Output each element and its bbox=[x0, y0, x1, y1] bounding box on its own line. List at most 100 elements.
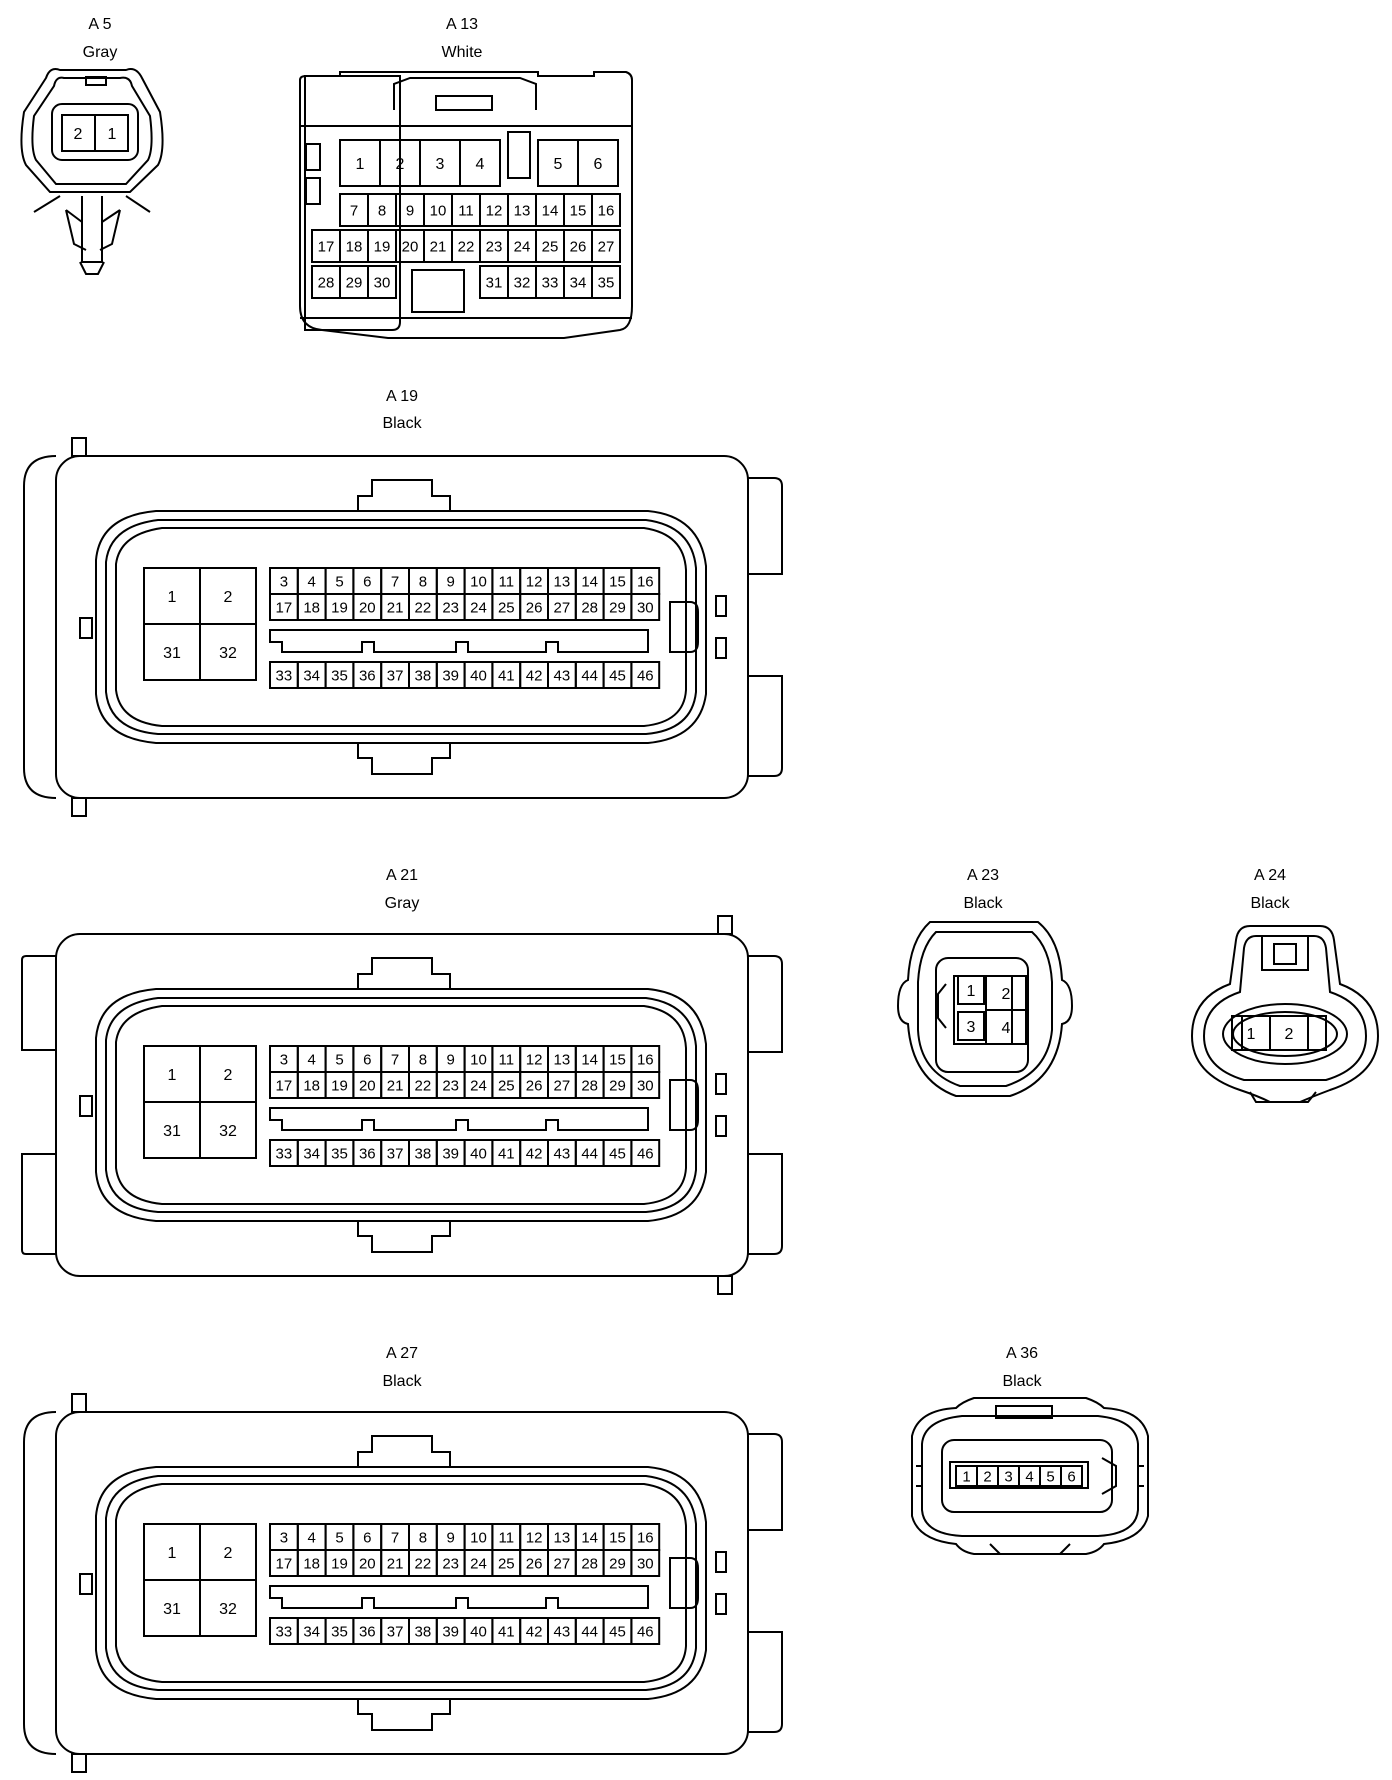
a27-pin-46-cell bbox=[630, 1617, 661, 1645]
a27-pin-14: 14 bbox=[581, 1529, 598, 1546]
a21-pin-46: 46 bbox=[637, 1145, 654, 1162]
a21-pin-34: 34 bbox=[303, 1145, 320, 1162]
a36-code: A 36 bbox=[1005, 1345, 1039, 1362]
a21-pin-41: 41 bbox=[498, 1145, 515, 1162]
a19-pin-3: 3 bbox=[280, 573, 288, 590]
a13-pin-1: 1 bbox=[356, 156, 365, 173]
a19-pin-16: 16 bbox=[637, 573, 654, 590]
a27-pin-17: 17 bbox=[276, 1555, 293, 1572]
a13-pin-21: 21 bbox=[430, 238, 447, 255]
a27-body bbox=[55, 1411, 749, 1755]
a27-pin-25: 25 bbox=[498, 1555, 515, 1572]
a27-pin-37: 37 bbox=[387, 1623, 404, 1640]
a19-pin-40: 40 bbox=[470, 667, 487, 684]
a27-pin-33: 33 bbox=[276, 1623, 293, 1640]
a21-pin-5: 5 bbox=[335, 1051, 343, 1068]
a27-pin-44: 44 bbox=[581, 1623, 598, 1640]
a23-key bbox=[937, 983, 947, 1029]
a5-outer-shell bbox=[20, 68, 164, 193]
a13-pin-13: 13 bbox=[514, 202, 531, 219]
a21-pin-28: 28 bbox=[581, 1077, 598, 1094]
a21-pin-27: 27 bbox=[554, 1077, 571, 1094]
a19-pin-12: 12 bbox=[526, 573, 543, 590]
a13-left-wall bbox=[304, 75, 401, 331]
a27-pin-12: 12 bbox=[526, 1529, 543, 1546]
a5-pin-housing bbox=[51, 103, 139, 161]
a27-pin-10: 10 bbox=[470, 1529, 487, 1546]
a24-pin-2-cell bbox=[1269, 1015, 1309, 1051]
a27-pin-35: 35 bbox=[331, 1623, 348, 1640]
a23-code: A 23 bbox=[966, 867, 1000, 884]
a19-body bbox=[55, 455, 749, 799]
a27-pin-42: 42 bbox=[526, 1623, 543, 1640]
a27-pin-1: 1 bbox=[168, 1545, 177, 1562]
a27-pin-43: 43 bbox=[554, 1623, 571, 1640]
a13-left-key-2 bbox=[305, 177, 321, 205]
a23-pin-1-cell bbox=[957, 975, 985, 1005]
a13-pin-16-cell bbox=[591, 193, 621, 227]
a13-pin-35: 35 bbox=[598, 274, 615, 291]
a21-pin-15: 15 bbox=[609, 1051, 626, 1068]
a13-pin-8: 8 bbox=[378, 202, 386, 219]
a27-pin-28: 28 bbox=[581, 1555, 598, 1572]
a19-pin-38: 38 bbox=[415, 667, 432, 684]
a13-pin-4-cell bbox=[459, 139, 501, 187]
a27-pin-45: 45 bbox=[609, 1623, 626, 1640]
a21-pin-44: 44 bbox=[581, 1145, 598, 1162]
a21-pin-10: 10 bbox=[470, 1051, 487, 1068]
a21-pin-25: 25 bbox=[498, 1077, 515, 1094]
a21-pin-33: 33 bbox=[276, 1145, 293, 1162]
a13-code: A 13 bbox=[445, 16, 479, 33]
a23-pin-housing bbox=[935, 957, 1029, 1073]
a27-pin-20: 20 bbox=[359, 1555, 376, 1572]
a19-pin-26: 26 bbox=[526, 599, 543, 616]
a36-latch bbox=[995, 1405, 1053, 1419]
a21-pin-20: 20 bbox=[359, 1077, 376, 1094]
a21-pin-7: 7 bbox=[391, 1051, 399, 1068]
a27-pin-16: 16 bbox=[637, 1529, 654, 1546]
a24-code: A 24 bbox=[1253, 867, 1287, 884]
a19-pin-15: 15 bbox=[609, 573, 626, 590]
a27-pin-40: 40 bbox=[470, 1623, 487, 1640]
a27-pin-6: 6 bbox=[363, 1529, 371, 1546]
a19-pin-17: 17 bbox=[276, 599, 293, 616]
a5-latch bbox=[85, 76, 107, 86]
a27-pin-5: 5 bbox=[335, 1529, 343, 1546]
a19-pin-31: 31 bbox=[163, 645, 181, 662]
a13-pin-27-cell bbox=[591, 229, 621, 263]
a13-body bbox=[299, 71, 633, 339]
a19-pin-2: 2 bbox=[224, 589, 233, 606]
a21-pin-45: 45 bbox=[609, 1145, 626, 1162]
a19-pin-30: 30 bbox=[637, 599, 654, 616]
a27-pin-27: 27 bbox=[554, 1555, 571, 1572]
a21-pin-23: 23 bbox=[442, 1077, 459, 1094]
a19-pin-24: 24 bbox=[470, 599, 487, 616]
a19-pin-43: 43 bbox=[554, 667, 571, 684]
a13-latch-window bbox=[435, 95, 493, 111]
a13-pin-35-cell bbox=[591, 265, 621, 299]
a19-pin-42: 42 bbox=[526, 667, 543, 684]
a19-pin-30-cell bbox=[630, 593, 661, 621]
a21-pin-42: 42 bbox=[526, 1145, 543, 1162]
a19-pin-32: 32 bbox=[219, 645, 237, 662]
a13-left-key-1 bbox=[305, 143, 321, 171]
a21-pin-43: 43 bbox=[554, 1145, 571, 1162]
a36-pin-3: 3 bbox=[1004, 1468, 1012, 1485]
a24-color: Black bbox=[1250, 895, 1290, 912]
a19-pin-20: 20 bbox=[359, 599, 376, 616]
a19-pin-9: 9 bbox=[447, 573, 455, 590]
a13-pin-22: 22 bbox=[458, 238, 475, 255]
a24-pin-1: 1 bbox=[1247, 1026, 1256, 1043]
a21-pin-22: 22 bbox=[415, 1077, 432, 1094]
a19-pin-6: 6 bbox=[363, 573, 371, 590]
a21-pin-18: 18 bbox=[303, 1077, 320, 1094]
a27-key-slot bbox=[269, 1585, 649, 1609]
a24-latch bbox=[1273, 943, 1297, 965]
